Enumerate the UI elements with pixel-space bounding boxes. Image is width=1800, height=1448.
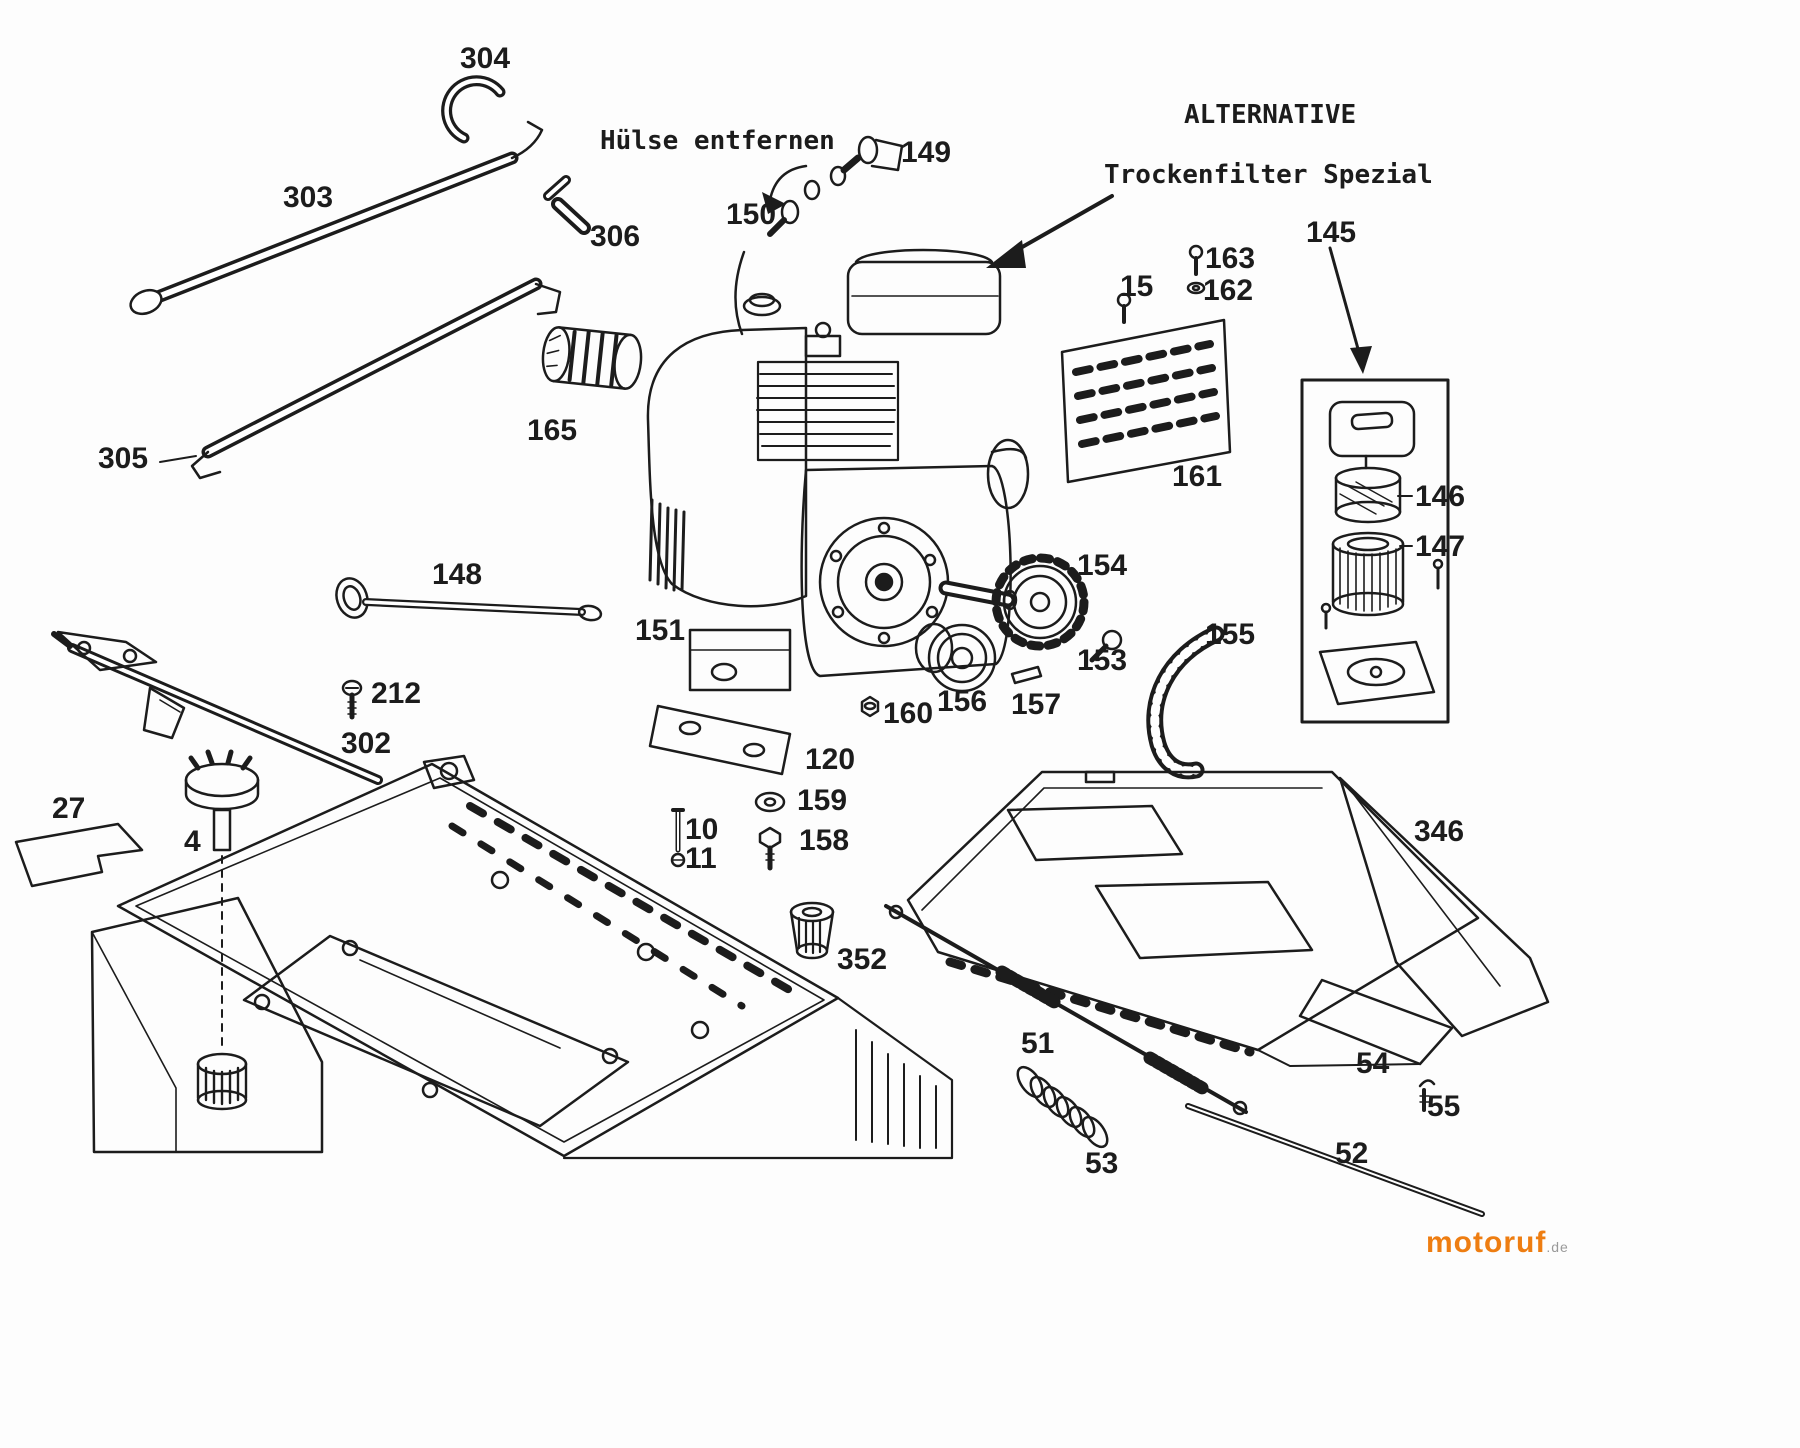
part-label-346: 346: [1414, 815, 1465, 848]
rod-52-drawing: [1185, 1103, 1485, 1217]
part-label-10: 10: [685, 813, 719, 846]
part-label-150: 150: [726, 198, 777, 231]
knob-4-drawing: [184, 749, 260, 1111]
bar-303-drawing: [129, 120, 544, 316]
part-label-51: 51: [1021, 1027, 1055, 1060]
part-label-158: 158: [799, 824, 850, 857]
part-label-148: 148: [432, 558, 483, 591]
part-label-154: 154: [1077, 549, 1128, 582]
annotation-trockenfilter-spezial: Trockenfilter Spezial: [1104, 160, 1433, 190]
plate-120-drawing: [648, 704, 792, 776]
part-label-156: 156: [937, 685, 988, 718]
part-label-155: 155: [1205, 618, 1256, 651]
part-label-161: 161: [1172, 460, 1223, 493]
part-label-160: 160: [883, 697, 934, 730]
alternative-arrow: [986, 194, 1114, 268]
part-label-27: 27: [52, 792, 86, 825]
part-label-159: 159: [797, 784, 848, 817]
watermark-motoruf: motoruf.de: [1426, 1228, 1569, 1258]
part-label-163: 163: [1205, 242, 1256, 275]
part-label-151: 151: [635, 614, 686, 647]
part-label-4: 4: [184, 825, 201, 858]
part-label-55: 55: [1427, 1090, 1461, 1123]
part-label-162: 162: [1203, 274, 1254, 307]
washer-159-drawing: [754, 791, 786, 813]
air-filter-145-drawing: [1300, 246, 1450, 724]
bar-305-drawing: [159, 277, 562, 480]
screw-212-drawing: [341, 679, 363, 720]
part-label-165: 165: [527, 414, 578, 447]
part-label-149: 149: [901, 136, 952, 169]
part-label-145: 145: [1306, 216, 1357, 249]
bolt-153-drawing: [1089, 629, 1123, 663]
axle-51-drawing: [884, 904, 1248, 1116]
engine-drawing: [646, 248, 1030, 692]
nut-160-drawing: [860, 695, 880, 718]
part-label-304: 304: [460, 42, 511, 75]
screw-163-drawing: [1188, 244, 1204, 276]
part-label-52: 52: [1335, 1137, 1369, 1170]
bushing-352-drawing: [789, 901, 835, 960]
sleeve-165-drawing: [541, 326, 643, 390]
part-label-120: 120: [805, 743, 856, 776]
heat-shield-161-drawing: [1060, 318, 1232, 484]
spring-53-drawing: [1016, 1065, 1109, 1149]
part-label-305: 305: [98, 442, 149, 475]
bolt-158-drawing: [758, 826, 782, 871]
part-label-147: 147: [1415, 530, 1466, 563]
part-label-15: 15: [1120, 270, 1154, 303]
blade-27-drawing: [14, 822, 144, 888]
shaft-302-drawing: [51, 630, 383, 785]
part-label-306: 306: [590, 220, 641, 253]
fitting-150-drawing: [767, 179, 821, 237]
part-label-54: 54: [1356, 1047, 1390, 1080]
deck-drawing: [90, 754, 954, 1160]
key-157-drawing: [1010, 665, 1043, 685]
belt-155-drawing: [1146, 625, 1225, 780]
washer-162-drawing: [1186, 281, 1206, 295]
part-label-212: 212: [371, 677, 422, 710]
part-label-153: 153: [1077, 644, 1128, 677]
screw-11-drawing: [670, 852, 686, 868]
pulley-156-drawing: [914, 622, 997, 693]
part-label-11: 11: [685, 842, 717, 875]
annotation-alternative: ALTERNATIVE: [1184, 100, 1357, 130]
part-label-352: 352: [837, 943, 888, 976]
part-label-53: 53: [1085, 1147, 1119, 1180]
cable-drawing: [734, 250, 746, 336]
pin-10-drawing: [671, 808, 685, 853]
part-label-302: 302: [341, 727, 392, 760]
stud-306-drawing: [543, 175, 591, 235]
part-label-157: 157: [1011, 688, 1062, 721]
watermark-brand: motoruf: [1426, 1226, 1547, 1259]
part-label-146: 146: [1415, 480, 1466, 513]
huelse-arrow: [762, 164, 808, 214]
watermark-tld: .de: [1546, 1239, 1569, 1255]
rod-148-drawing: [335, 577, 603, 622]
pulley-154-drawing: [991, 553, 1089, 651]
screw-15-drawing: [1116, 292, 1132, 324]
fitting-149-drawing: [829, 135, 904, 187]
hook-304-drawing: [441, 75, 506, 144]
part-label-303: 303: [283, 181, 334, 214]
screw-55-drawing: [1418, 1079, 1436, 1112]
annotation-huelse-entfernen: Hülse entfernen: [600, 126, 835, 156]
